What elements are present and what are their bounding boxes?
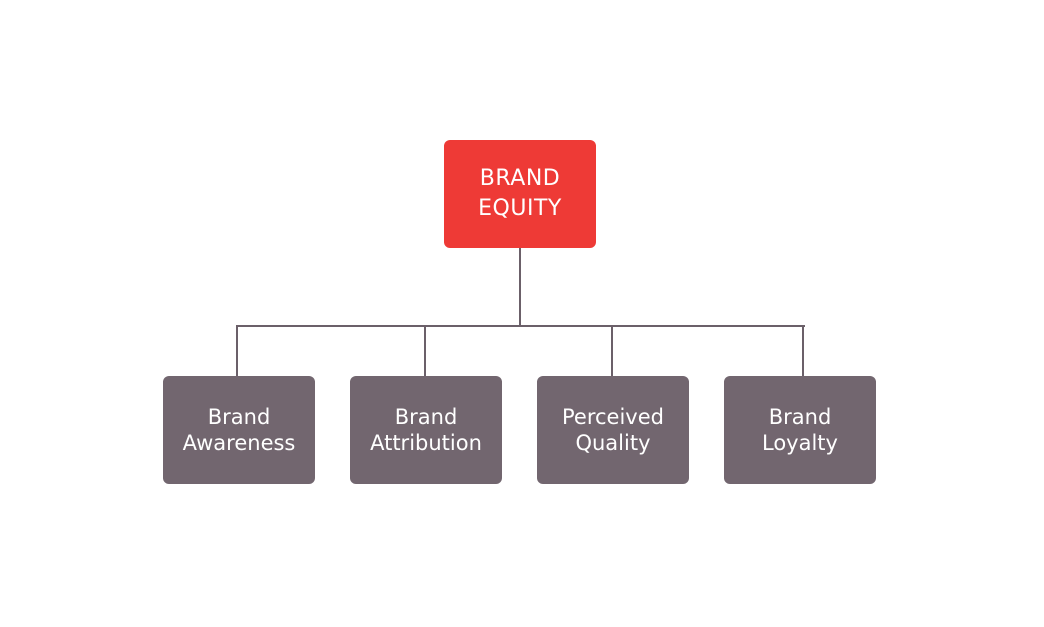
- child-node-brand-awareness: Brand Awareness: [163, 376, 315, 484]
- root-label-line2: EQUITY: [478, 196, 562, 221]
- connector-child-2: [424, 325, 426, 376]
- root-node-brand-equity: BRAND EQUITY: [444, 140, 596, 248]
- connector-root-down: [519, 248, 521, 327]
- child-label-line2: Awareness: [182, 431, 296, 455]
- connector-child-3: [611, 325, 613, 376]
- child-node-brand-attribution: Brand Attribution: [350, 376, 502, 484]
- child-label-line1: Brand: [394, 405, 458, 429]
- child-label-line2: Attribution: [370, 431, 482, 455]
- root-label-line1: BRAND: [479, 166, 561, 191]
- connector-horizontal: [236, 325, 805, 327]
- child-label-line1: Brand: [768, 405, 832, 429]
- connector-child-4: [802, 325, 804, 376]
- child-node-brand-loyalty: Brand Loyalty: [724, 376, 876, 484]
- child-node-perceived-quality: Perceived Quality: [537, 376, 689, 484]
- child-label-line2: Loyalty: [762, 431, 838, 455]
- child-label-line2: Quality: [575, 431, 651, 455]
- connector-child-1: [236, 325, 238, 376]
- child-label-line1: Perceived: [562, 405, 664, 429]
- child-label-line1: Brand: [207, 405, 271, 429]
